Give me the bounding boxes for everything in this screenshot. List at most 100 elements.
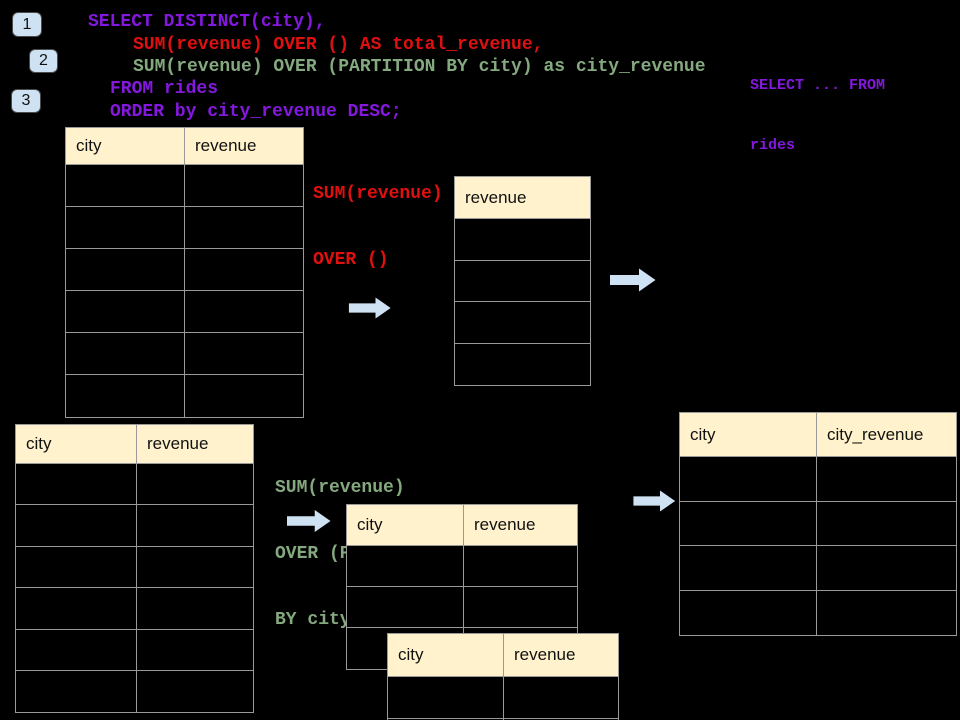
empty-cell xyxy=(455,260,590,302)
empty-cell xyxy=(185,249,303,291)
empty-cell xyxy=(464,587,577,628)
table-row xyxy=(680,546,956,591)
empty-cell xyxy=(185,291,303,333)
step-2-badge: 2 xyxy=(29,49,58,73)
right-arrow-icon xyxy=(633,490,676,512)
table-row xyxy=(16,464,253,506)
table-row xyxy=(16,629,253,671)
empty-cell xyxy=(16,670,137,713)
sql-line-from: FROM rides xyxy=(110,79,219,99)
empty-cell xyxy=(680,457,817,502)
empty-cell xyxy=(66,375,185,417)
empty-cell xyxy=(185,333,303,375)
empty-cell xyxy=(464,546,577,587)
column-header: city_revenue xyxy=(817,413,956,457)
note-line-1: SELECT ... FROM xyxy=(750,77,886,94)
step-1-badge: 1 xyxy=(12,12,42,37)
table-row xyxy=(455,219,590,261)
empty-cell xyxy=(817,546,956,591)
select-from-rides-note: SELECT ... FROM rides xyxy=(750,36,885,196)
empty-cell xyxy=(137,505,253,547)
empty-cell xyxy=(16,505,137,547)
step-3-badge: 3 xyxy=(11,89,41,113)
empty-cell xyxy=(16,588,137,630)
sql-line-city-revenue: SUM(revenue) OVER (PARTITION BY city) as… xyxy=(133,57,706,77)
column-header: revenue xyxy=(504,634,618,677)
table-header-row: revenue xyxy=(455,177,590,219)
column-header: city xyxy=(680,413,817,457)
table-row xyxy=(16,546,253,589)
column-header: revenue xyxy=(455,177,590,219)
table-row xyxy=(16,588,253,630)
right-arrow-shape xyxy=(633,490,676,512)
column-header: city xyxy=(16,425,137,464)
table-row xyxy=(16,670,253,713)
table-row xyxy=(66,207,303,249)
table-row xyxy=(66,165,303,207)
empty-cell xyxy=(66,207,185,249)
table-row xyxy=(66,291,303,333)
right-arrow-icon xyxy=(610,268,656,292)
table-row xyxy=(347,546,577,587)
empty-cell xyxy=(455,219,590,261)
empty-cell xyxy=(347,546,464,587)
sum-over-label: SUM(revenue) OVER () xyxy=(313,139,443,315)
column-header: city xyxy=(347,505,464,546)
table-row xyxy=(455,260,590,302)
column-header: city xyxy=(388,634,504,677)
empty-cell xyxy=(455,343,590,385)
table-row xyxy=(66,333,303,375)
empty-cell xyxy=(680,590,817,635)
table-row xyxy=(680,590,956,635)
empty-cell xyxy=(388,677,504,719)
right-arrow-shape xyxy=(287,510,331,532)
empty-cell xyxy=(137,670,253,713)
sql-line-select: SELECT DISTINCT(city), xyxy=(88,12,326,32)
right-arrow-icon xyxy=(287,510,331,532)
right-arrow-shape xyxy=(610,268,656,292)
empty-cell xyxy=(66,165,185,207)
column-header: revenue xyxy=(137,425,253,464)
table-row xyxy=(680,501,956,546)
empty-cell xyxy=(504,677,618,719)
empty-cell xyxy=(817,590,956,635)
table-row xyxy=(66,375,303,417)
empty-cell xyxy=(817,501,956,546)
empty-cell xyxy=(16,546,137,589)
sum-over-label-line-1: SUM(revenue) xyxy=(313,184,443,204)
total-revenue-table: revenue xyxy=(454,176,591,386)
right-arrow-shape xyxy=(348,297,391,319)
column-header: revenue xyxy=(464,505,577,546)
empty-cell xyxy=(16,464,137,506)
empty-cell xyxy=(66,333,185,375)
empty-cell xyxy=(137,629,253,671)
empty-cell xyxy=(680,546,817,591)
empty-cell xyxy=(680,501,817,546)
sql-line-total-revenue: SUM(revenue) OVER () AS total_revenue, xyxy=(133,35,544,55)
empty-cell xyxy=(137,464,253,506)
table-row xyxy=(16,505,253,547)
table-row xyxy=(347,587,577,628)
column-header: revenue xyxy=(185,128,303,165)
note-line-2: rides xyxy=(750,137,796,154)
table-row xyxy=(455,343,590,385)
empty-cell xyxy=(66,249,185,291)
sum-over-label-line-2: OVER () xyxy=(313,250,389,270)
table-row xyxy=(388,677,618,719)
empty-cell xyxy=(185,165,303,207)
empty-cell xyxy=(185,375,303,417)
right-arrow-icon xyxy=(348,297,391,319)
table-row xyxy=(680,457,956,502)
empty-cell xyxy=(185,207,303,249)
column-header: city xyxy=(66,128,185,165)
empty-cell xyxy=(66,291,185,333)
table-row xyxy=(66,249,303,291)
